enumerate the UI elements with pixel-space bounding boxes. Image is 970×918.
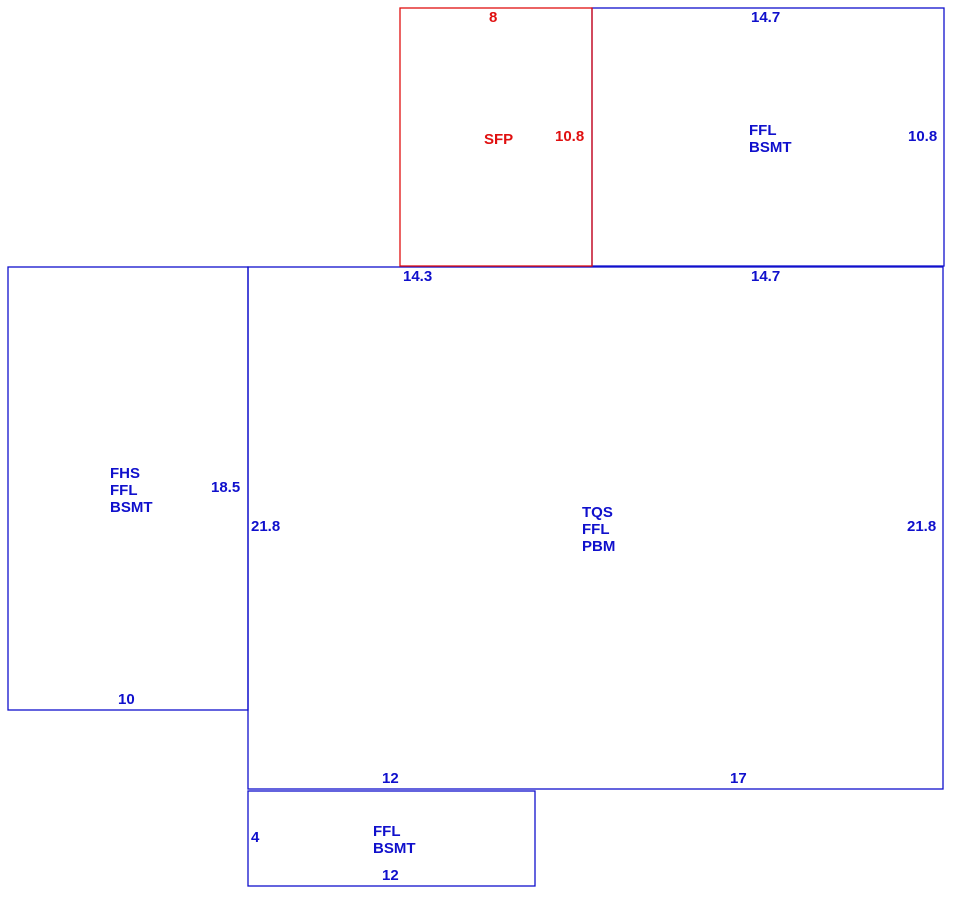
bottom-bump-depth-dim: 4 bbox=[251, 829, 260, 846]
main-top-left-dim: 14.3 bbox=[403, 268, 432, 285]
left-wing-label-line-3: BSMT bbox=[110, 499, 153, 516]
left-wing-depth-dim: 18.5 bbox=[211, 479, 240, 496]
left-wing-label-line-1: FHS bbox=[110, 465, 140, 482]
main-label-line-3: PBM bbox=[582, 538, 615, 555]
sfp-outline bbox=[399, 7, 593, 267]
main-right-dim: 21.8 bbox=[907, 518, 936, 535]
sfp-width-dim: 8 bbox=[489, 9, 497, 26]
sfp-label-line-1: SFP bbox=[484, 131, 513, 148]
left-wing-label-line-2: FFL bbox=[110, 482, 138, 499]
main-label-line-1: TQS bbox=[582, 504, 613, 521]
main-bottom-right-dim: 17 bbox=[730, 770, 747, 787]
upper-right-label-line-1: FFL bbox=[749, 122, 777, 139]
upper-right-width-dim: 14.7 bbox=[751, 9, 780, 26]
bottom-bump-label-line-1: FFL bbox=[373, 823, 401, 840]
main-bottom-left-dim: 12 bbox=[382, 770, 399, 787]
upper-right-depth-dim: 10.8 bbox=[908, 128, 937, 145]
main-left-dim: 21.8 bbox=[251, 518, 280, 535]
main-label-line-2: FFL bbox=[582, 521, 610, 538]
left-wing-width-dim: 10 bbox=[118, 691, 135, 708]
main-top-right-dim: 14.7 bbox=[751, 268, 780, 285]
sfp-depth-dim: 10.8 bbox=[555, 128, 584, 145]
bottom-bump-label-line-2: BSMT bbox=[373, 840, 416, 857]
bottom-bump-outline bbox=[247, 790, 536, 887]
main-area-outline bbox=[247, 266, 944, 790]
bottom-bump-width-dim: 12 bbox=[382, 867, 399, 884]
upper-right-label-line-2: BSMT bbox=[749, 139, 792, 156]
